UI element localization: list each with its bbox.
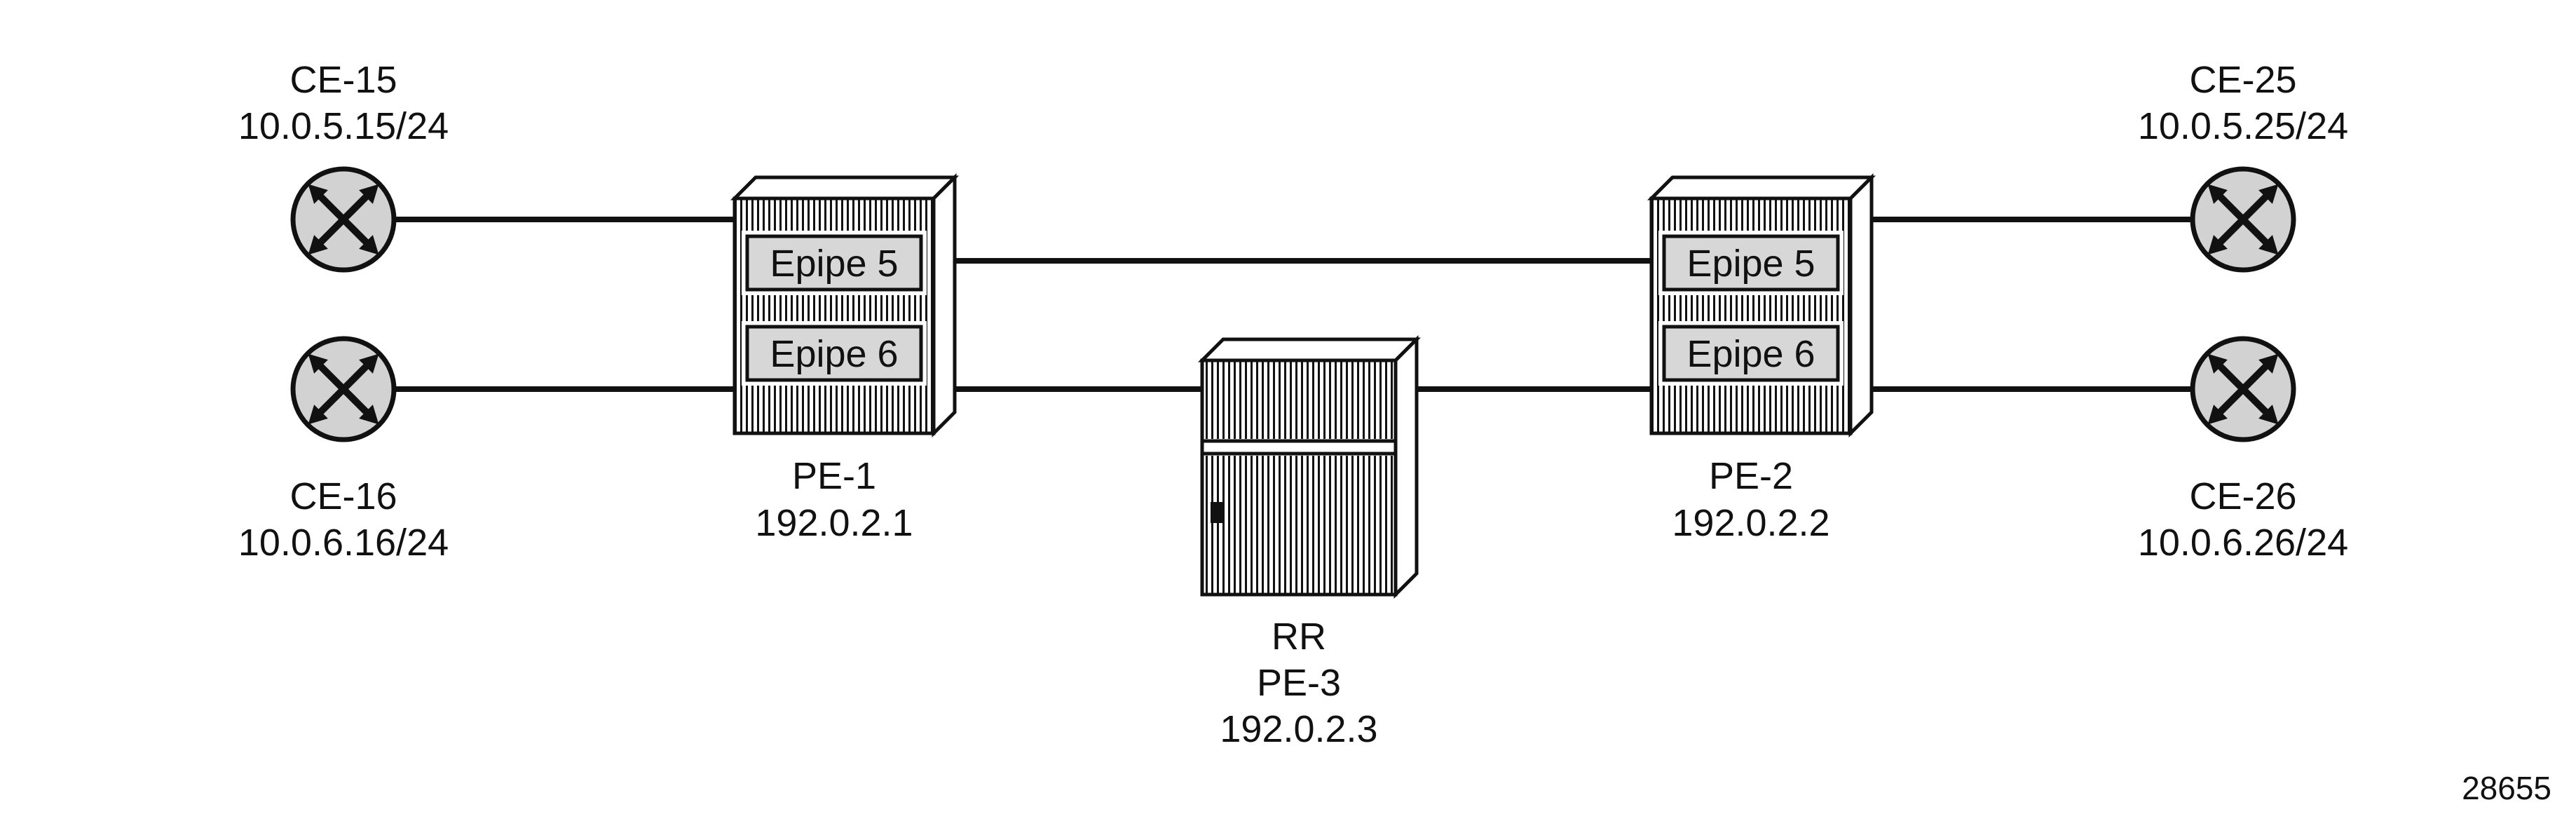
pe1-epipe5-label: Epipe 5 (770, 243, 898, 285)
pe2-epipe6-box (1662, 325, 1840, 382)
ce15-ip-label: 10.0.5.15/24 (238, 105, 449, 147)
pe1-chassis-side-face (932, 172, 957, 438)
pe2-name-label: PE-2 (1709, 455, 1793, 497)
ce16-router-icon (293, 339, 394, 440)
node-pe-1: Epipe 5 Epipe 6 PE-1 192.0.2.1 (730, 172, 960, 544)
ce15-name-label: CE-15 (289, 59, 397, 101)
node-pe-2: Epipe 5 Epipe 6 PE-2 192.0.2.2 (1647, 172, 1876, 544)
pe1-chassis-top-face (730, 175, 960, 201)
pe2-chassis-side-face (1848, 172, 1874, 438)
node-pe-3: RR PE-3 192.0.2.3 (1197, 334, 1422, 750)
pe1-chassis: Epipe 5 Epipe 6 (730, 172, 960, 438)
pe3-chassis-side-face (1393, 334, 1419, 599)
ce26-name-label: CE-26 (2189, 475, 2296, 517)
pe3-chassis (1197, 334, 1422, 599)
pe1-epipe6-box (745, 325, 923, 382)
pe3-chassis-top-face (1197, 337, 1422, 362)
pe2-ip-label: 192.0.2.2 (1672, 502, 1829, 544)
node-ce-26: CE-26 10.0.6.26/24 (2138, 339, 2348, 564)
pe2-epipe5-box (1662, 234, 1840, 292)
ce15-router-icon (293, 169, 394, 270)
figure-number: 28655 (2462, 770, 2551, 806)
pe2-epipe6-label: Epipe 6 (1686, 333, 1815, 375)
ce25-router-icon (2193, 169, 2294, 270)
pe1-ip-label: 192.0.2.1 (755, 502, 913, 544)
pe1-name-label: PE-1 (792, 455, 876, 497)
links (391, 217, 2193, 392)
pe3-role-label: RR (1272, 616, 1326, 658)
pe3-chassis-front-face (1200, 358, 1398, 597)
pe1-epipe5-box (745, 234, 923, 292)
ce25-ip-label: 10.0.5.25/24 (2138, 105, 2348, 147)
pe3-ip-label: 192.0.2.3 (1220, 708, 1377, 750)
pe2-epipe5-label: Epipe 5 (1686, 243, 1815, 285)
ce26-router-icon (2193, 339, 2294, 440)
pe2-chassis: Epipe 5 Epipe 6 (1647, 172, 1876, 438)
node-ce-16: CE-16 10.0.6.16/24 (238, 339, 449, 564)
ce26-ip-label: 10.0.6.26/24 (2138, 522, 2348, 564)
ce16-ip-label: 10.0.6.16/24 (238, 522, 449, 564)
pe1-epipe6-label: Epipe 6 (770, 333, 898, 375)
ce25-name-label: CE-25 (2189, 59, 2296, 101)
pe3-name-label: PE-3 (1257, 662, 1341, 704)
node-ce-15: CE-15 10.0.5.15/24 (238, 59, 449, 270)
pe3-status-led (1211, 502, 1223, 523)
ce16-name-label: CE-16 (289, 475, 397, 517)
node-ce-25: CE-25 10.0.5.25/24 (2138, 59, 2348, 270)
pe2-chassis-top-face (1647, 175, 1876, 201)
